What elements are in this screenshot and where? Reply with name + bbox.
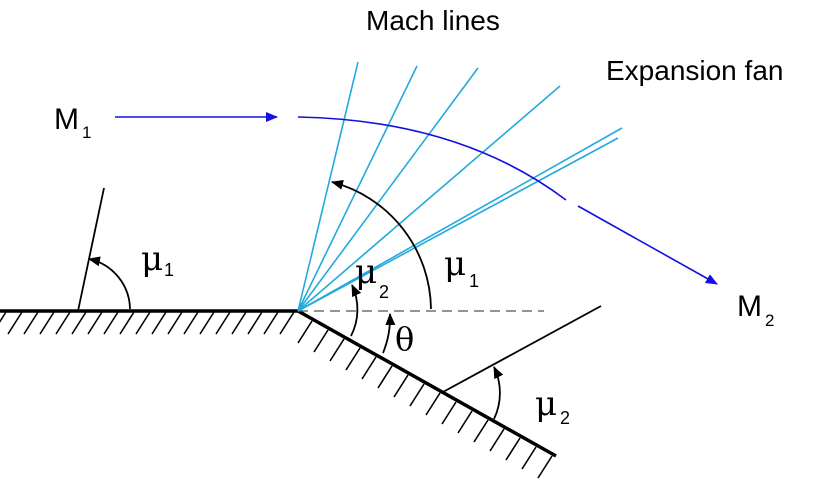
theta-label: θ (395, 320, 414, 358)
mach-lines-fan (297, 61, 623, 312)
m2-label: M (737, 290, 762, 323)
mu2-angle-arc-fan (350, 284, 362, 337)
wall-hatching (0, 311, 553, 479)
mu2-subscript-fan: 2 (379, 282, 389, 302)
mach-line-1 (297, 61, 359, 312)
downstream-wall (297, 309, 557, 458)
mu1-angle-arc-fan (331, 179, 432, 310)
mu1-symbol-upstream: μ (141, 239, 163, 279)
m2-subscript: 2 (765, 311, 774, 330)
mach-line-5 (297, 127, 623, 312)
mu2-angle-arc-downstream (493, 366, 504, 420)
theta-angle-arc (382, 313, 396, 354)
mach-line-3 (297, 67, 479, 312)
expansion-fan-label: Expansion fan (606, 55, 783, 86)
downstream-mach-line (442, 305, 602, 393)
outgoing-flow-arrow (577, 205, 718, 285)
m1-label: M (54, 103, 79, 136)
mu2-symbol-fan: μ (355, 252, 377, 292)
upstream-mach-line (77, 187, 105, 312)
mu1-subscript-upstream: 1 (164, 260, 174, 280)
mach-line-6 (297, 137, 619, 312)
mu1-angle-arc-upstream (88, 256, 131, 310)
m1-subscript: 1 (82, 123, 91, 142)
mach-lines-label: Mach lines (366, 5, 500, 36)
mu1-subscript-fan: 1 (469, 271, 479, 291)
mu1-symbol-fan: μ (444, 244, 466, 284)
mu2-subscript-downstream: 2 (560, 408, 570, 428)
mach-line-4 (297, 85, 561, 312)
mu2-symbol-downstream: μ (535, 384, 557, 424)
turning-flow-curve (297, 116, 567, 201)
mach-line-2 (297, 65, 418, 312)
